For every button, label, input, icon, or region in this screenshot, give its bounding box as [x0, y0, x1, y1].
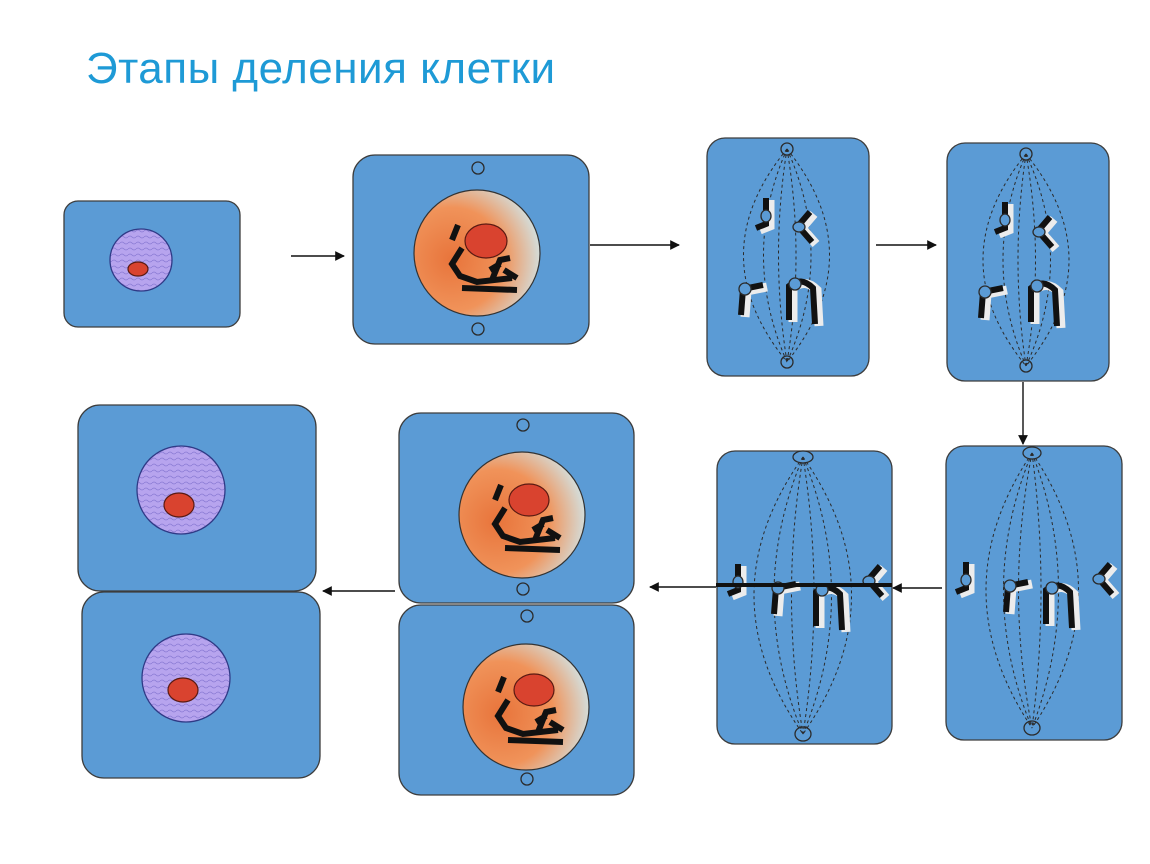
nucleolus — [127, 261, 149, 277]
telophase-cells — [398, 412, 635, 796]
centriole — [471, 322, 485, 336]
prometaphase-cell-1 — [706, 137, 870, 377]
prometaphase-cell-2 — [946, 142, 1110, 382]
daughter-cells — [77, 404, 321, 779]
prophase-cell — [352, 154, 590, 345]
anaphase-cell — [716, 450, 893, 745]
metaphase-cell — [945, 445, 1123, 741]
nucleus — [109, 228, 173, 292]
interphase-cell — [63, 200, 241, 328]
page-title: Этапы деления клетки — [86, 44, 556, 93]
nucleolus — [464, 223, 508, 259]
centriole — [471, 161, 485, 175]
